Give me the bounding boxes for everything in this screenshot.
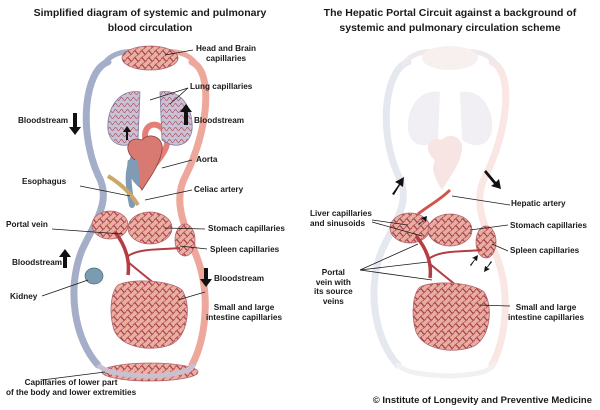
intestine-capillaries-label-right: Small and large intestine capillaries [508,303,584,322]
intestine-capillary-bed-right [412,282,490,351]
portal-line-1: Portal [321,268,345,277]
celiac-artery-label: Celiac artery [194,185,244,194]
esophagus-label: Esophagus [22,177,67,186]
lower-body-line-2: of the body and lower extremities [6,387,137,397]
stomach-capillaries-label: Stomach capillaries [208,224,285,233]
stomach-capillaries-label-right: Stomach capillaries [510,221,587,230]
right-arterial-loop [176,58,210,369]
arrow-small-intestine [484,261,492,272]
left-lung [107,91,141,146]
lower-vessel-connection [96,362,197,379]
direction-arrows [59,104,212,287]
arrow-down-right-bottom [200,268,212,287]
arrow-up-left-hepatic [392,177,404,195]
arrow-up-right-top [180,104,192,125]
faded-background-circulation [370,46,510,379]
spleen-capillaries-label: Spleen capillaries [210,245,280,254]
left-title-line-2: blood circulation [107,22,193,34]
portal-vein-label: Portal vein [6,220,48,229]
arrow-up-left-bottom [59,249,71,268]
esophagus-tube [106,174,140,207]
head-brain-capillary-bed [121,45,179,71]
hepatic-artery-vessel [417,188,452,216]
arrow-small-spleen [470,255,478,266]
liver-line-2: and sinusoids [310,218,366,228]
intestine-right-line-2: intestine capillaries [508,312,584,322]
lower-body-line-1: Capillaries of lower part [24,378,118,387]
head-brain-line-2: capillaries [206,53,247,63]
bloodstream-label-left-top: Bloodstream [18,116,69,125]
heart-left-side [127,160,140,188]
intestine-capillary-bed [110,280,188,349]
intestine-line-2: intestine capillaries [206,312,282,322]
portal-line-3: its source [314,287,353,296]
portal-line-4: veins [322,296,344,306]
head-brain-line-1: Head and Brain [196,44,257,53]
bloodstream-label-left-bottom: Bloodstream [12,258,63,267]
bloodstream-label-right-top: Bloodstream [194,116,245,125]
hepatic-portal-panel: The Hepatic Portal Circuit against a bac… [300,0,600,410]
portal-line-2: vein with [315,277,351,287]
portal-vein-vessel-right [414,234,433,279]
leader-lines-right [359,195,511,307]
leader-lines [41,49,208,381]
arrow-up-center [123,126,131,140]
right-title-line-1: The Hepatic Portal Circuit against a bac… [323,7,577,19]
intestine-line-1: Small and large [213,303,275,312]
kidney-label: Kidney [10,292,38,301]
left-venous-loop [70,58,112,369]
right-title-line-2: systemic and pulmonary circulation schem… [339,22,561,34]
aorta-label: Aorta [196,155,218,164]
bloodstream-label-right-bottom: Bloodstream [214,274,265,283]
portal-vein-vessel [113,230,131,276]
stomach-capillary-bed-right [427,213,473,247]
hepatic-artery-label: Hepatic artery [511,199,566,208]
portal-vein-sources-label: Portal vein with its source veins [314,268,353,306]
arrow-small-liver [418,216,427,225]
kidney-organ [84,267,104,285]
arrow-down-right-hepatic [484,170,501,189]
hepatic-portal-diagram [359,46,511,379]
left-panel-title: Simplified diagram of systemic and pulmo… [0,6,300,36]
lung-capillaries-label: Lung capillaries [190,82,253,91]
head-brain-capillaries-label: Head and Brain capillaries [196,44,256,63]
flow-arrows-right [392,170,501,272]
arrow-down-left-top [69,113,81,135]
liver-line-1: Liver capillaries [310,209,372,218]
right-lung [159,91,193,146]
left-upper-organ [91,210,129,240]
right-panel-title: The Hepatic Portal Circuit against a bac… [300,6,600,36]
circulation-diagram [41,45,212,382]
systemic-circulation-panel: Simplified diagram of systemic and pulmo… [0,6,300,397]
copyright-notice: © Institute of Longevity and Preventive … [372,395,592,406]
liver-capillaries-label: Liver capillaries and sinusoids [310,209,372,228]
lower-body-capillaries-label: Capillaries of lower part of the body an… [6,378,136,397]
intestine-right-line-1: Small and large [515,303,577,312]
spleen-capillaries-label-right: Spleen capillaries [510,246,580,255]
left-title-line-1: Simplified diagram of systemic and pulmo… [33,7,267,19]
intestine-capillaries-label: Small and large intestine capillaries [206,303,282,322]
spleen-capillary-bed-right [475,225,497,259]
